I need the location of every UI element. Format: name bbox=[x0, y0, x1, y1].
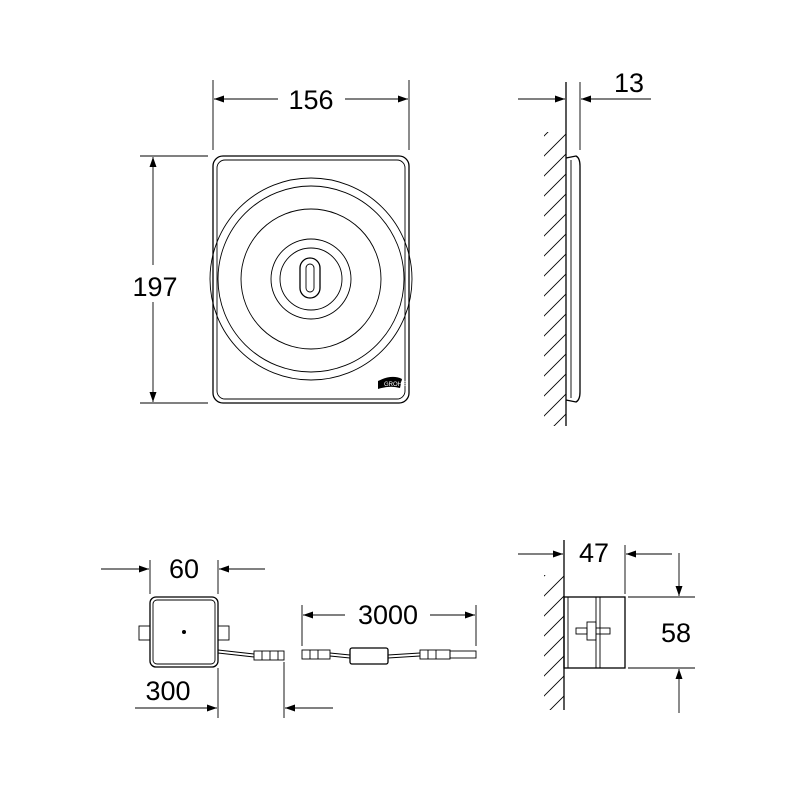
box-cable-label: 300 bbox=[145, 676, 190, 706]
box-height-label: 58 bbox=[661, 618, 691, 648]
grohe-logo: GROHE bbox=[378, 376, 406, 389]
box-side-view bbox=[544, 540, 626, 710]
dimension-box-cable: 300 bbox=[135, 662, 333, 718]
plate-height-label: 197 bbox=[132, 272, 177, 302]
box-screw bbox=[182, 630, 186, 634]
inner-ring bbox=[270, 238, 352, 320]
connector-b bbox=[301, 649, 331, 660]
connector-c bbox=[419, 649, 451, 660]
plate-side-view bbox=[544, 82, 581, 426]
wall-hatch-bottom bbox=[544, 575, 564, 710]
dimension-box-width: 60 bbox=[101, 554, 265, 594]
plate-width-label: 156 bbox=[288, 85, 333, 115]
outer-ring-inner bbox=[217, 185, 405, 373]
sensor-window-inner bbox=[305, 263, 315, 293]
box-side-outline bbox=[563, 596, 626, 669]
box-side-bracket bbox=[586, 621, 597, 641]
box-depth-label: 47 bbox=[579, 538, 609, 568]
box-lug-right bbox=[217, 625, 230, 641]
dimension-plate-depth: 13 bbox=[518, 68, 651, 150]
dimension-plate-width: 156 bbox=[212, 80, 410, 150]
plate-depth-label: 13 bbox=[614, 68, 644, 98]
dimension-box-height: 58 bbox=[628, 553, 695, 713]
outer-ring bbox=[209, 177, 413, 381]
sensor-window bbox=[299, 257, 321, 299]
plate-front-view: GROHE bbox=[209, 155, 413, 404]
svg-text:GROHE: GROHE bbox=[384, 382, 406, 388]
cable-length-label: 3000 bbox=[358, 600, 418, 630]
middle-ring bbox=[240, 208, 382, 350]
box-lug-left bbox=[138, 625, 151, 641]
inline-module bbox=[349, 647, 389, 665]
box-width-label: 60 bbox=[169, 554, 199, 584]
control-box-front bbox=[138, 596, 285, 668]
plate-inner-outline bbox=[216, 159, 406, 400]
wall-hatch-top bbox=[544, 132, 566, 426]
connector-a bbox=[253, 650, 285, 661]
plate-outline bbox=[212, 155, 410, 404]
dimension-box-depth: 47 bbox=[518, 538, 672, 594]
plate-profile bbox=[565, 155, 581, 403]
extension-cable bbox=[301, 647, 477, 665]
dimension-cable-length: 3000 bbox=[301, 600, 477, 646]
dimension-plate-height: 197 bbox=[132, 155, 208, 404]
sensor-ring bbox=[279, 247, 343, 311]
